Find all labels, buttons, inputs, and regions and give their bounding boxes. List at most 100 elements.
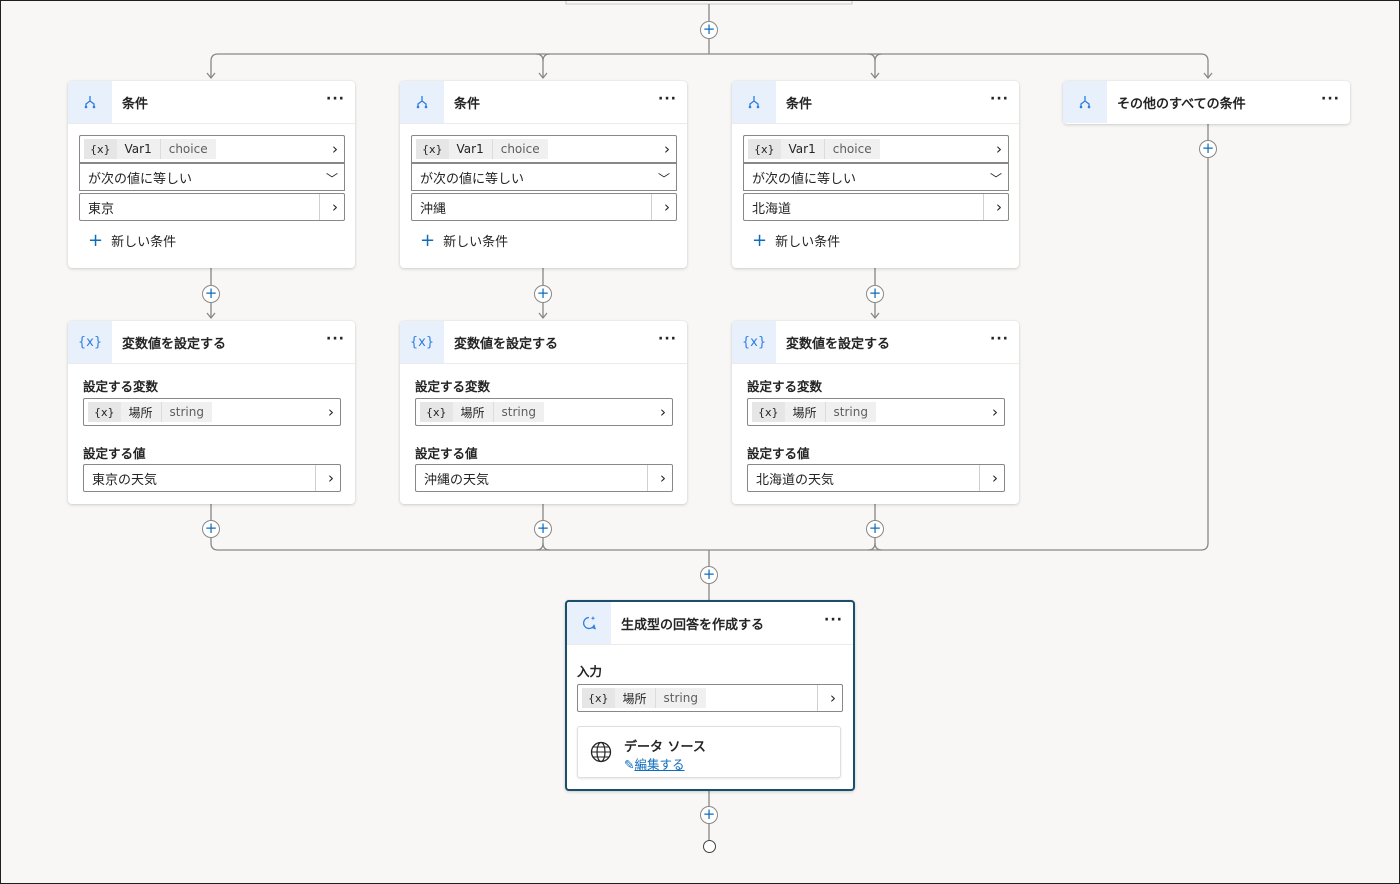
set-variable-label: 設定する変数	[83, 379, 159, 394]
add-icon: +	[1201, 139, 1215, 157]
card-title: 変数値を設定する	[786, 336, 891, 352]
add-icon: +	[204, 519, 218, 537]
more-icon[interactable]: ···	[326, 91, 345, 107]
new-condition-button[interactable]: + 新しい条件	[88, 231, 176, 250]
add-step-button-branch-3[interactable]: +	[866, 285, 884, 303]
operator-dropdown[interactable]: が次の値に等しい ﹀	[79, 163, 345, 191]
set-value-label: 設定する値	[83, 446, 146, 461]
add-step-button-after-setvar-2[interactable]: +	[534, 520, 552, 538]
chevron-right-icon: ›	[830, 689, 836, 707]
add-step-button-else[interactable]: +	[1199, 140, 1217, 158]
separator	[817, 685, 818, 711]
chevron-right-icon: ›	[992, 403, 998, 421]
condition-value: 東京	[88, 201, 115, 217]
condition-variable-picker[interactable]: {x} Var1 choice ›	[743, 135, 1009, 163]
add-step-button-bottom[interactable]: +	[700, 806, 718, 824]
variable-icon: {x}	[732, 321, 776, 363]
condition-value: 北海道	[752, 201, 792, 217]
set-variable-label: 設定する変数	[415, 379, 491, 394]
condition-value-input[interactable]: 沖縄 ›	[411, 193, 677, 221]
add-icon: +	[536, 284, 550, 302]
set-variable-card-1[interactable]: {x} 変数値を設定する ··· 設定する変数 {x} 場所 string › …	[68, 321, 355, 504]
condition-card-3[interactable]: 条件 ··· {x} Var1 choice › が次の値に等しい ﹀ 北海道 …	[732, 81, 1019, 268]
add-icon: +	[702, 565, 716, 583]
condition-variable-picker[interactable]: {x} Var1 choice ›	[411, 135, 677, 163]
edit-label: 編集する	[634, 757, 685, 772]
more-icon[interactable]: ···	[658, 331, 677, 347]
variable-name: Var1	[116, 139, 160, 159]
condition-value-input[interactable]: 北海道 ›	[743, 193, 1009, 221]
more-icon[interactable]: ···	[1321, 91, 1340, 107]
variable-icon: {x}	[752, 402, 785, 422]
chevron-right-icon: ›	[992, 469, 998, 487]
add-step-button-branch-1[interactable]: +	[202, 285, 220, 303]
variable-type: string	[824, 402, 876, 422]
set-value-input[interactable]: 沖縄の天気 ›	[415, 464, 673, 492]
variable-type: choice	[491, 139, 548, 159]
set-value-input[interactable]: 北海道の天気 ›	[747, 464, 1005, 492]
globe-icon	[590, 741, 612, 763]
new-condition-button[interactable]: + 新しい条件	[752, 231, 840, 250]
set-value-input[interactable]: 東京の天気 ›	[83, 464, 341, 492]
condition-value: 沖縄	[420, 201, 447, 217]
add-step-button-after-setvar-1[interactable]: +	[202, 520, 220, 538]
condition-value-input[interactable]: 東京 ›	[79, 193, 345, 221]
operator-value: が次の値に等しい	[88, 171, 193, 187]
set-value-label: 設定する値	[747, 446, 810, 461]
card-title: 条件	[454, 96, 481, 112]
set-variable-label: 設定する変数	[747, 379, 823, 394]
card-title: 条件	[122, 96, 149, 112]
add-icon: +	[420, 229, 436, 251]
variable-type: string	[160, 402, 212, 422]
more-icon[interactable]: ···	[658, 91, 677, 107]
edit-data-source-link[interactable]: ✎編集する	[624, 754, 685, 773]
add-icon: +	[752, 229, 768, 251]
add-step-button-after-setvar-3[interactable]: +	[866, 520, 884, 538]
add-step-button-merge[interactable]: +	[700, 566, 718, 584]
add-icon: +	[868, 284, 882, 302]
variable-icon: {x}	[416, 139, 449, 159]
card-title: 変数値を設定する	[454, 336, 559, 352]
variable-icon: {x}	[68, 321, 112, 363]
card-title: その他のすべての条件	[1117, 96, 1246, 112]
variable-icon: {x}	[400, 321, 444, 363]
more-icon[interactable]: ···	[990, 331, 1009, 347]
more-icon[interactable]: ···	[990, 91, 1009, 107]
set-value-label: 設定する値	[415, 446, 478, 461]
add-step-button-branch-2[interactable]: +	[534, 285, 552, 303]
operator-dropdown[interactable]: が次の値に等しい ﹀	[411, 163, 677, 191]
else-condition-card[interactable]: その他のすべての条件 ···	[1063, 81, 1350, 124]
variable-type: string	[492, 402, 544, 422]
condition-card-2[interactable]: 条件 ··· {x} Var1 choice › が次の値に等しい ﹀ 沖縄 ›…	[400, 81, 687, 268]
new-condition-button[interactable]: + 新しい条件	[420, 231, 508, 250]
chevron-right-icon: ›	[664, 198, 670, 216]
input-variable-picker[interactable]: {x} 場所 string ›	[577, 684, 843, 712]
condition-variable-picker[interactable]: {x} Var1 choice ›	[79, 135, 345, 163]
more-icon[interactable]: ···	[824, 612, 843, 628]
data-source-panel: データ ソース ✎編集する	[577, 726, 841, 778]
add-icon: +	[204, 284, 218, 302]
variable-type: choice	[823, 139, 880, 159]
separator	[983, 194, 984, 220]
set-variable-card-3[interactable]: {x} 変数値を設定する ··· 設定する変数 {x} 場所 string › …	[732, 321, 1019, 504]
variable-type: string	[654, 688, 706, 708]
add-step-button-top[interactable]: +	[700, 21, 718, 39]
set-variable-card-2[interactable]: {x} 変数値を設定する ··· 設定する変数 {x} 場所 string › …	[400, 321, 687, 504]
pencil-icon: ✎	[624, 757, 635, 772]
operator-dropdown[interactable]: が次の値に等しい ﹀	[743, 163, 1009, 191]
new-condition-label: 新しい条件	[111, 235, 177, 250]
separator	[651, 194, 652, 220]
set-variable-picker[interactable]: {x} 場所 string ›	[83, 398, 341, 426]
add-icon: +	[88, 229, 104, 251]
chevron-right-icon: ›	[332, 198, 338, 216]
more-icon[interactable]: ···	[326, 331, 345, 347]
card-title: 条件	[786, 96, 813, 112]
set-variable-picker[interactable]: {x} 場所 string ›	[747, 398, 1005, 426]
condition-card-1[interactable]: 条件 ··· {x} Var1 choice › が次の値に等しい ﹀ 東京 ›…	[68, 81, 355, 268]
chevron-down-icon: ﹀	[989, 172, 1002, 186]
separator	[979, 465, 980, 491]
generative-answer-card[interactable]: 生成型の回答を作成する ··· 入力 {x} 場所 string › データ ソ…	[565, 600, 855, 791]
set-variable-picker[interactable]: {x} 場所 string ›	[415, 398, 673, 426]
operator-value: が次の値に等しい	[752, 171, 857, 187]
card-title: 生成型の回答を作成する	[621, 617, 765, 633]
